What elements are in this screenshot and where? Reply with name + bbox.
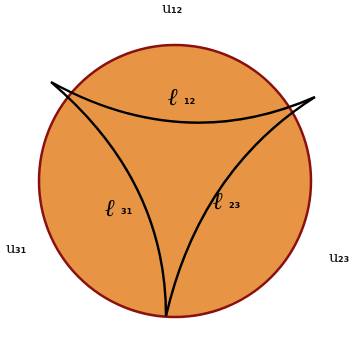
u23-subscript: 23 (338, 255, 349, 264)
label-l23: ℓ 23 (213, 186, 240, 215)
l23-symbol: ℓ (213, 186, 223, 215)
label-u31: u 31 (6, 239, 27, 257)
geodesic-l23 (164, 95, 316, 317)
u12-subscript: 12 (171, 6, 182, 15)
l31-symbol: ℓ (105, 193, 115, 222)
poincare-disk (39, 45, 311, 317)
poincare-disk-border (37, 43, 313, 319)
l12-symbol: ℓ (168, 82, 178, 111)
l23-subscript: 23 (229, 201, 240, 210)
label-l31: ℓ 31 (105, 193, 133, 222)
l31-subscript: 31 (121, 207, 133, 216)
u31-subscript: 31 (15, 246, 27, 255)
geodesic-l12 (50, 80, 316, 124)
l12-subscript: 12 (184, 97, 195, 106)
u23-symbol: u (329, 248, 339, 266)
u12-symbol: u (162, 0, 172, 17)
u31-symbol: u (6, 239, 16, 257)
label-u23: u 23 (329, 248, 349, 266)
geodesic-l31 (50, 81, 168, 317)
label-u12: u 12 (162, 0, 182, 17)
label-l12: ℓ 12 (168, 82, 195, 111)
